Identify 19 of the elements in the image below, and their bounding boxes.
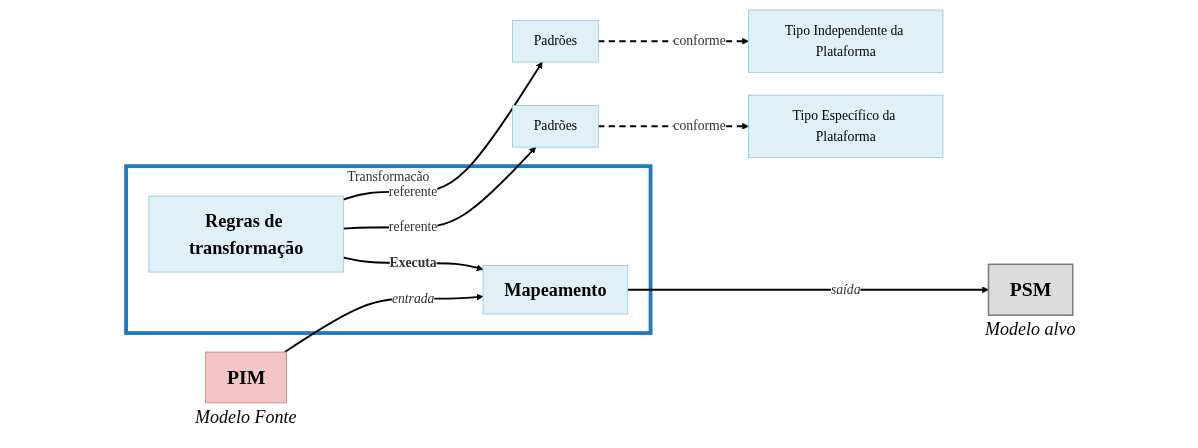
node-box: PIM <box>204 351 287 404</box>
node-box: Tipo Específico da Plataforma <box>747 94 943 158</box>
node-box: Padrões <box>511 19 599 63</box>
arrow <box>626 286 989 294</box>
edge-label: referente <box>388 219 438 235</box>
edge-label: entrada <box>391 290 435 306</box>
node-box: Padrões <box>511 105 599 148</box>
edge-label: referente <box>388 183 438 199</box>
node-box: Tipo Independente da Plataforma <box>747 9 943 73</box>
arrow <box>341 146 536 230</box>
node-box: Mapeamento <box>482 265 628 315</box>
edge-label: Executa <box>389 255 437 271</box>
edge-label: conforme <box>672 118 726 134</box>
node-box: PSM <box>987 263 1074 316</box>
edge-label: conforme <box>672 33 726 49</box>
node-caption: Modelo Fonte <box>194 406 297 428</box>
edge-label: saída <box>830 281 861 297</box>
node-box: Regras de transformação <box>148 195 344 273</box>
node-caption: Modelo alvo <box>984 319 1076 341</box>
